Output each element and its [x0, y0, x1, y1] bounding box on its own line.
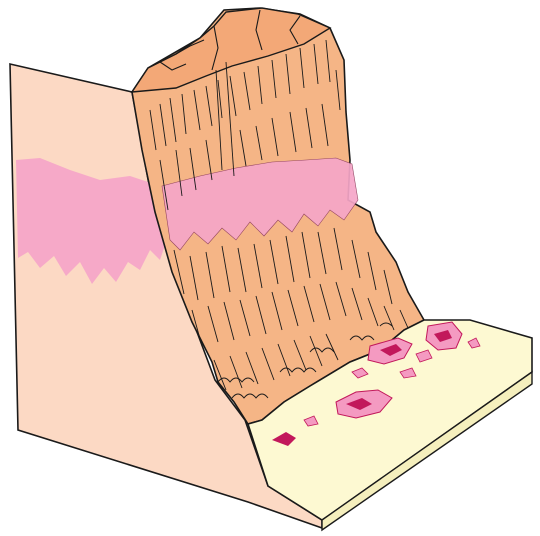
cliff-block-diagram — [0, 0, 540, 536]
illustration-canvas — [0, 0, 540, 536]
